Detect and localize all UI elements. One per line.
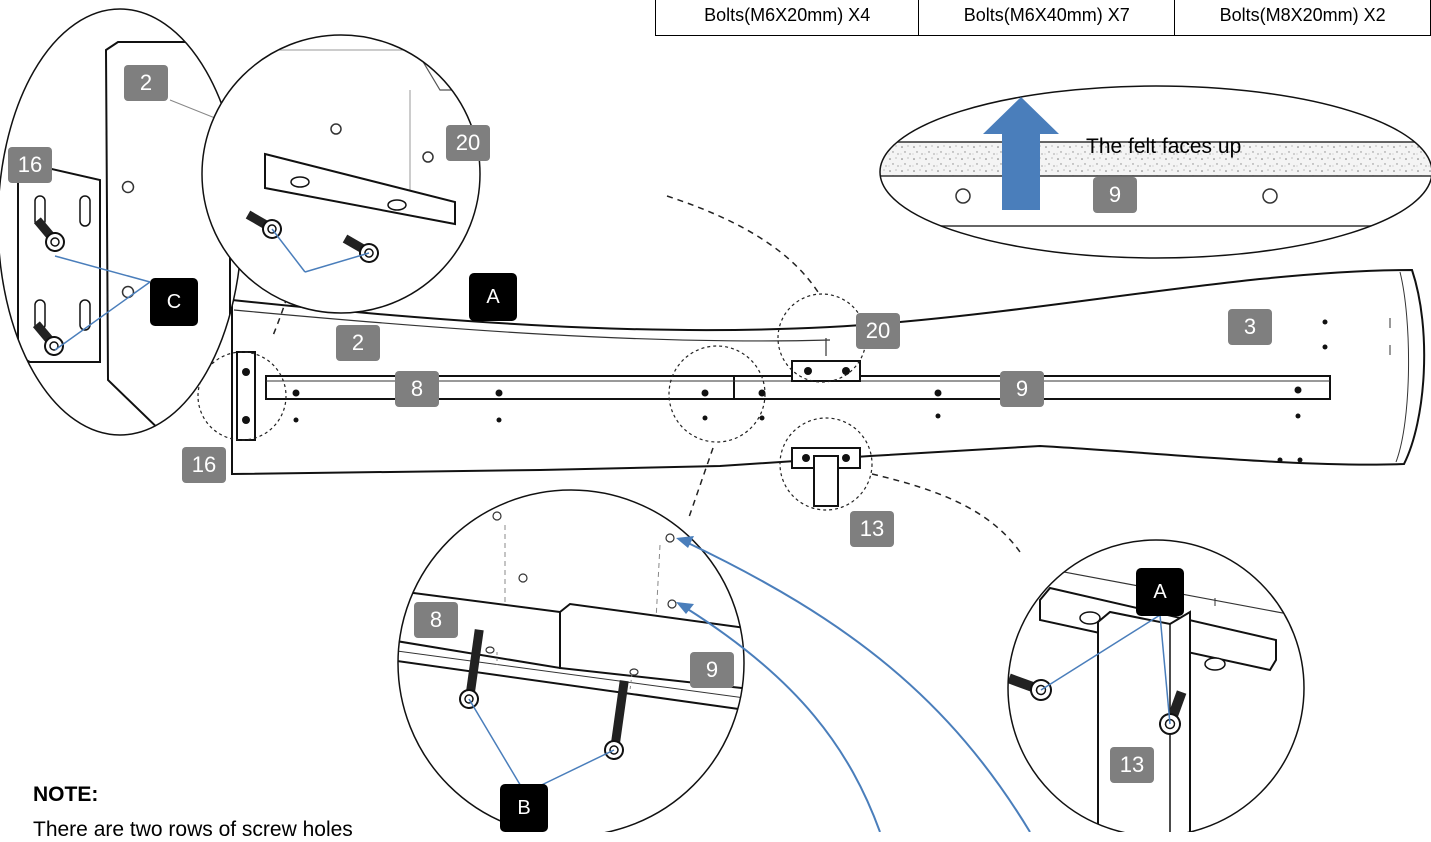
- bolts-label-m6x40: Bolts(M6X40mm) X7: [963, 5, 1130, 25]
- part-tag-16-detail: 16: [8, 147, 52, 183]
- bolts-cell-m6x20: Bolts(M6X20mm) X4: [654, 0, 920, 36]
- note-arrows: [676, 536, 1031, 832]
- felt-up-arrow: [983, 97, 1059, 210]
- felt-detail: [879, 85, 1431, 259]
- part-tag-20-main: 20: [856, 313, 900, 349]
- part-tag-13-detail: 13: [1110, 747, 1154, 783]
- note-title: NOTE:: [33, 783, 99, 806]
- bolts-table: Bolts(M6X20mm) X4 Bolts(M6X40mm) X7 Bolt…: [654, 0, 1431, 36]
- part-tag-8-detail: 8: [414, 602, 458, 638]
- felt-caption: The felt faces up: [1086, 135, 1242, 158]
- bolts-label-m8x20: Bolts(M8X20mm) X2: [1219, 5, 1386, 25]
- bolts-cell-m8x20: Bolts(M8X20mm) X2: [1174, 0, 1431, 36]
- part-tag-9-detail: 9: [690, 652, 734, 688]
- part-tag-8-main: 8: [395, 371, 439, 407]
- bolt-label-a-top: A: [469, 273, 517, 321]
- bolts-label-m6x20: Bolts(M6X20mm) X4: [704, 5, 871, 25]
- top-detail: [201, 34, 481, 314]
- bolts-cell-m6x40: Bolts(M6X40mm) X7: [918, 0, 1176, 36]
- part-tag-9-main: 9: [1000, 371, 1044, 407]
- left-detail: [0, 8, 243, 436]
- part-tag-3-main: 3: [1228, 309, 1272, 345]
- bolt-label-a-right: A: [1136, 568, 1184, 616]
- bolt-label-c: C: [150, 278, 198, 326]
- part-tag-16-main: 16: [182, 447, 226, 483]
- part-tag-2-main: 2: [336, 325, 380, 361]
- note-text: There are two rows of screw holes: [33, 818, 353, 841]
- part-tag-9-felt: 9: [1093, 177, 1137, 213]
- right-detail: [1007, 539, 1305, 832]
- part-tag-2-detail: 2: [124, 65, 168, 101]
- bolt-label-b: B: [500, 784, 548, 832]
- bolt-callout-lines: [54, 228, 1171, 794]
- part-tag-20-detail: 20: [446, 125, 490, 161]
- part-tag-13-main: 13: [850, 511, 894, 547]
